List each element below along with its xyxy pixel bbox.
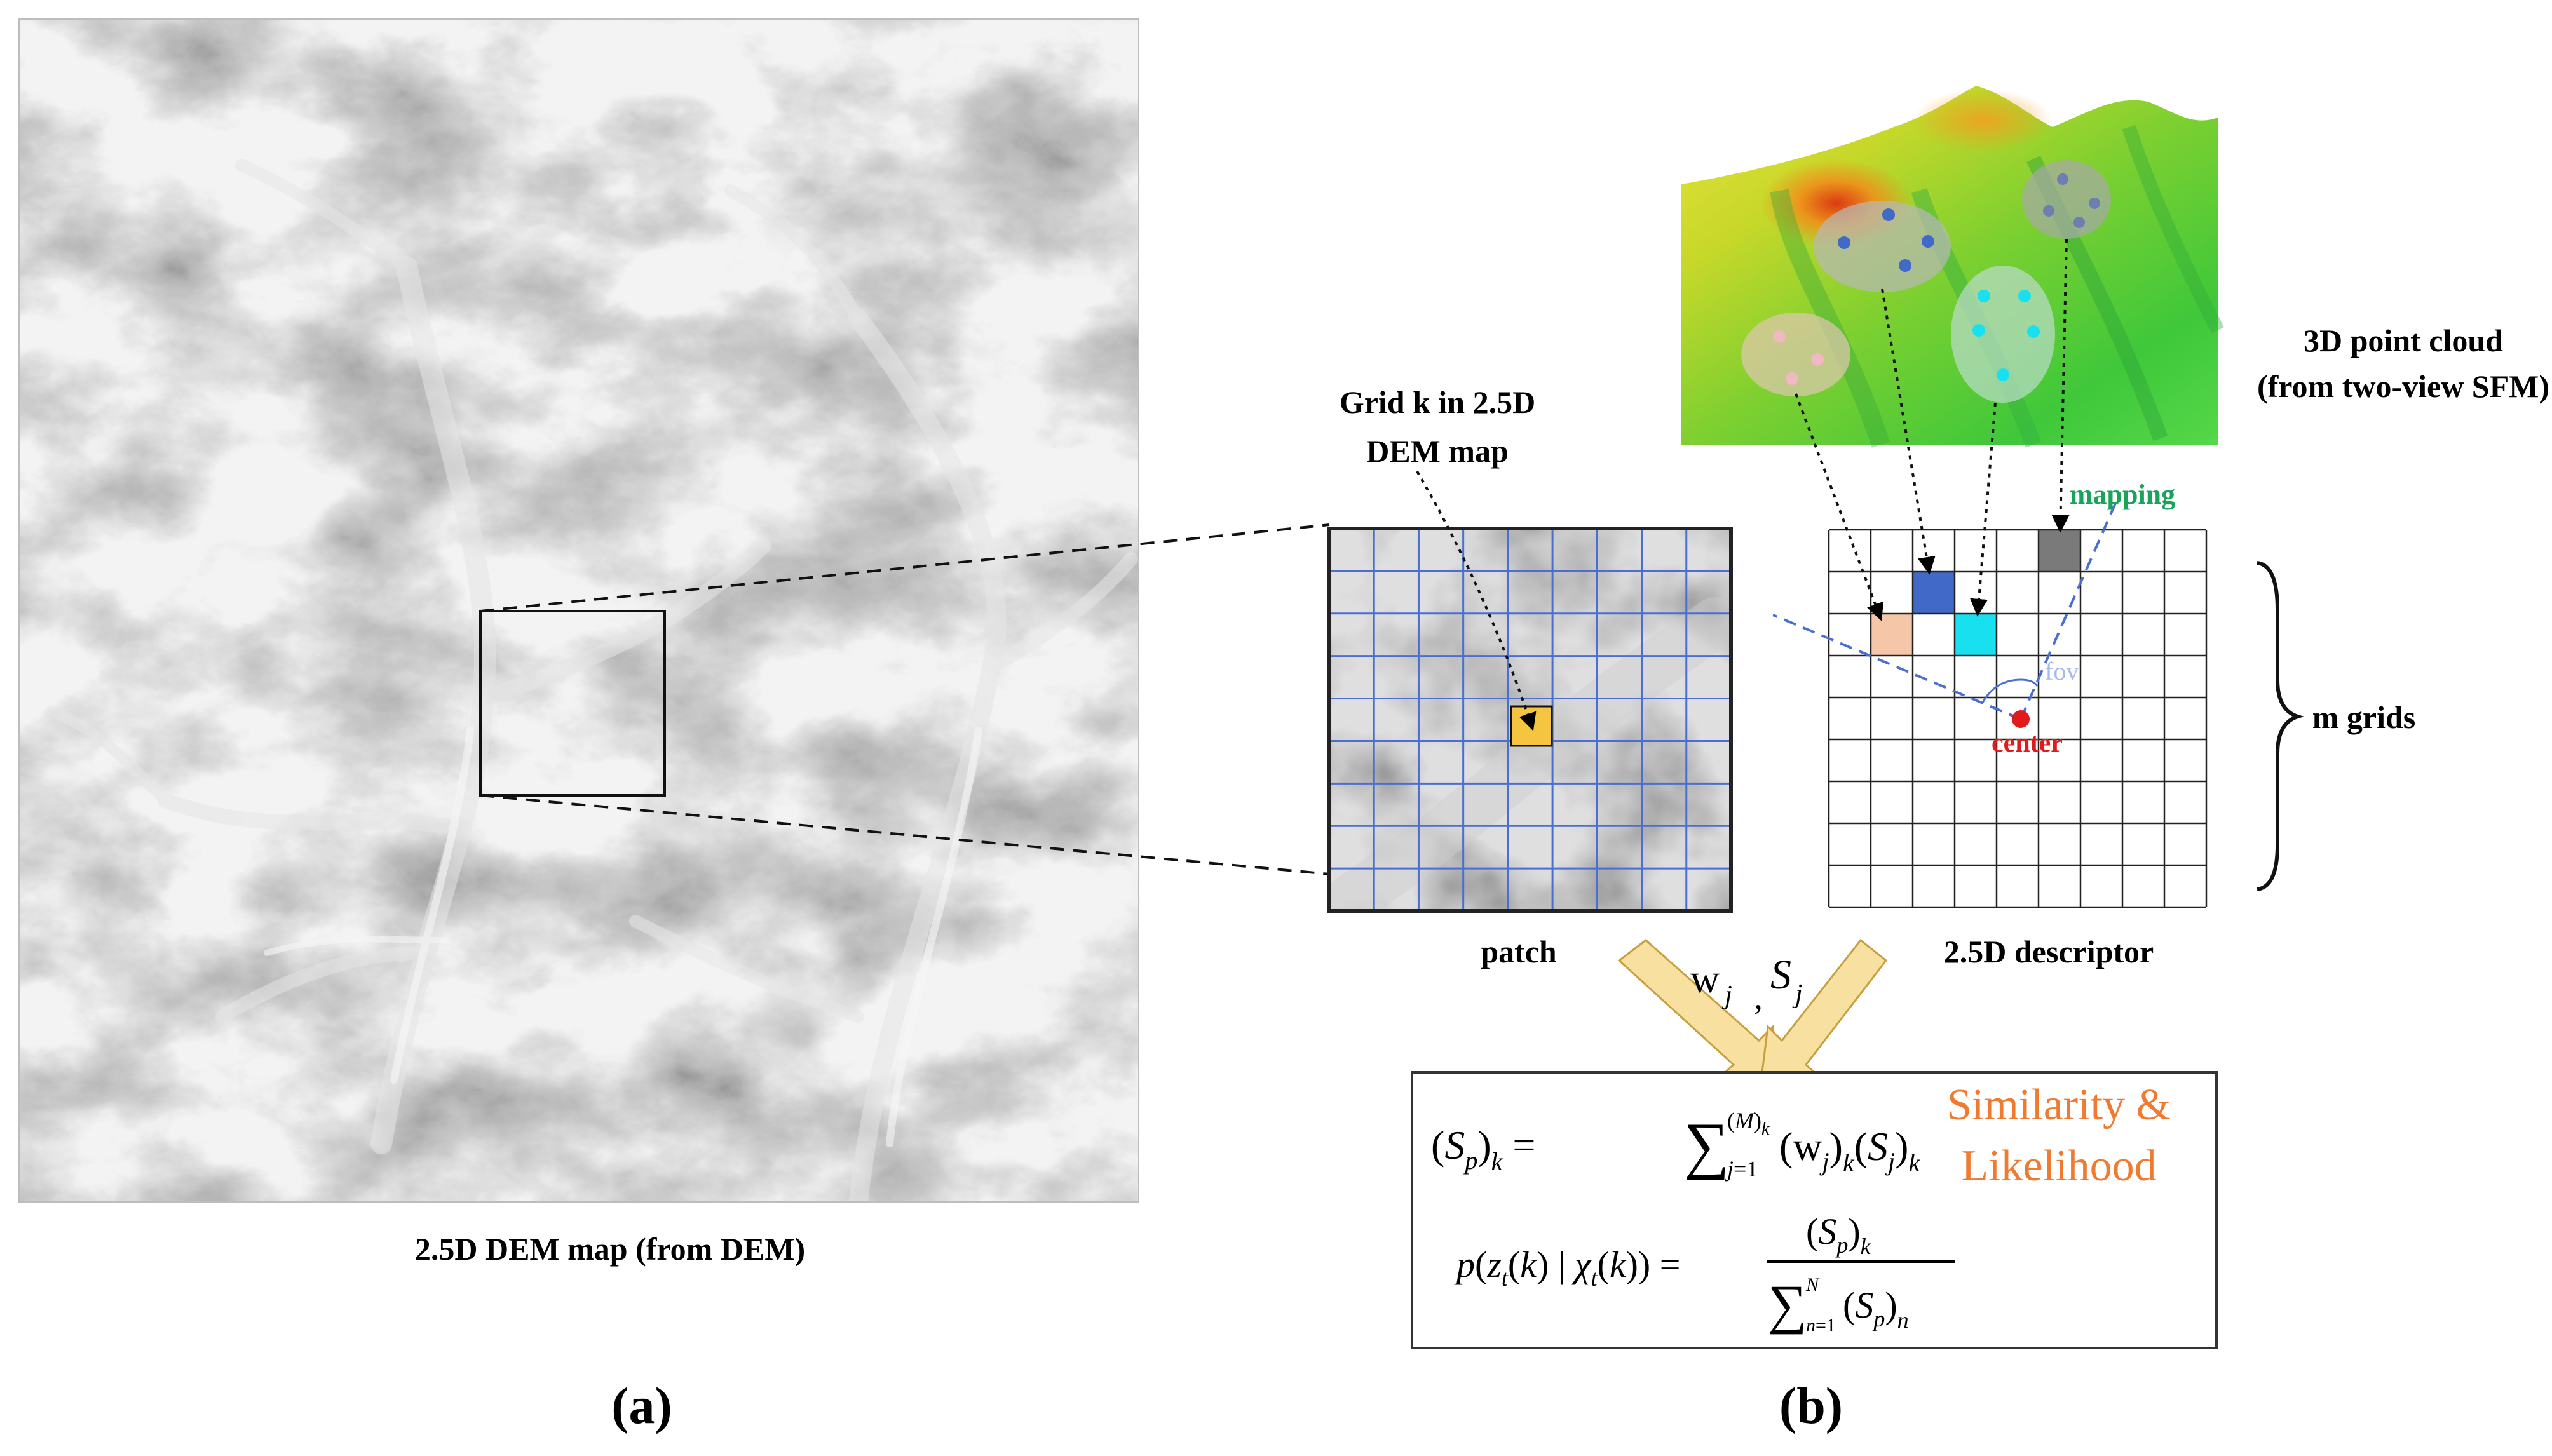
dem-selection-box — [479, 610, 666, 797]
panel-b-letter: (b) — [1779, 1377, 1843, 1434]
dem-map-frame — [18, 18, 1139, 1203]
svg-text:(Sp)k =: (Sp)k = — [1431, 1122, 1535, 1176]
panel-a-letter: (a) — [611, 1377, 672, 1434]
point-cloud-image — [1681, 86, 2224, 448]
point-cloud-label-line1: 3D point cloud — [2304, 323, 2503, 358]
grid-k-label-line1: Grid k in 2.5D — [1340, 384, 1535, 420]
center-label: center — [1992, 729, 2063, 758]
formula-box — [1411, 1071, 2218, 1349]
cluster-peach — [1741, 313, 1850, 396]
descriptor-cell-peach — [1871, 614, 1913, 656]
sim-symbol: S — [1770, 952, 1791, 998]
m-grids-label: m grids — [2312, 699, 2416, 735]
fov-arc — [1981, 678, 2039, 703]
patch-grid — [1329, 529, 1731, 911]
descriptor-label: 2.5D descriptor — [1944, 934, 2154, 969]
arrow-blue — [1881, 288, 1936, 575]
zoom-line-bottom — [480, 794, 1330, 875]
descriptor-cell-cyan — [1955, 614, 1997, 656]
patch-image — [1329, 529, 1731, 911]
svg-text:j=1: j=1 — [1725, 1156, 1758, 1182]
dem-map — [19, 19, 1139, 1202]
patch-frame — [1327, 527, 1733, 913]
svg-text:∑: ∑ — [1684, 1110, 1729, 1180]
svg-text:∑: ∑ — [1768, 1274, 1807, 1335]
similarity-line2: Likelihood — [1961, 1142, 2156, 1190]
fov-line-left — [1772, 614, 2021, 720]
svg-text:p(zt(k) | χt(k)) =: p(zt(k) | χt(k)) = — [1454, 1244, 1680, 1291]
grid-k-cell — [1510, 705, 1553, 747]
dem-map-caption: 2.5D DEM map (from DEM) — [415, 1231, 805, 1267]
fov-label: fov — [2045, 657, 2079, 685]
patch-label: patch — [1481, 934, 1557, 969]
sim-subscript: j — [1792, 980, 1803, 1009]
similarity-line1: Similarity & — [1947, 1081, 2171, 1129]
grid-k-label-line2: DEM map — [1366, 433, 1509, 469]
arrow-gray — [2051, 238, 2070, 533]
comma: , — [1754, 978, 1763, 1017]
cluster-blue — [1814, 201, 1951, 292]
mapping-label: mapping — [2070, 479, 2175, 510]
equation-likelihood: p(zt(k) | χt(k)) = (Sp)k ∑ N n=1 (Sp)n — [1454, 1211, 1955, 1336]
point-cloud-label-line2: (from two-view SFM) — [2257, 368, 2549, 404]
zoom-line-top — [480, 523, 1330, 612]
weights-symbol: w — [1690, 956, 1720, 1001]
svg-text:n=1: n=1 — [1806, 1315, 1836, 1336]
svg-text:N: N — [1805, 1274, 1820, 1295]
cluster-gray — [2022, 160, 2111, 239]
descriptor-cell-blue — [1913, 572, 1955, 614]
descriptor-grid — [1828, 529, 2208, 908]
svg-text:(Sp)k: (Sp)k — [1806, 1211, 1871, 1259]
cluster-cyan — [1951, 266, 2055, 403]
grid-k-arrow — [1416, 470, 1537, 731]
descriptor-cell-gray — [2039, 530, 2080, 572]
descriptor-grid-lines — [1828, 529, 2208, 908]
m-grids-brace — [2257, 561, 2305, 891]
weights-subscript: j — [1721, 981, 1732, 1010]
center-dot — [2012, 710, 2030, 728]
svg-text:(Sp)n: (Sp)n — [1843, 1284, 1909, 1333]
